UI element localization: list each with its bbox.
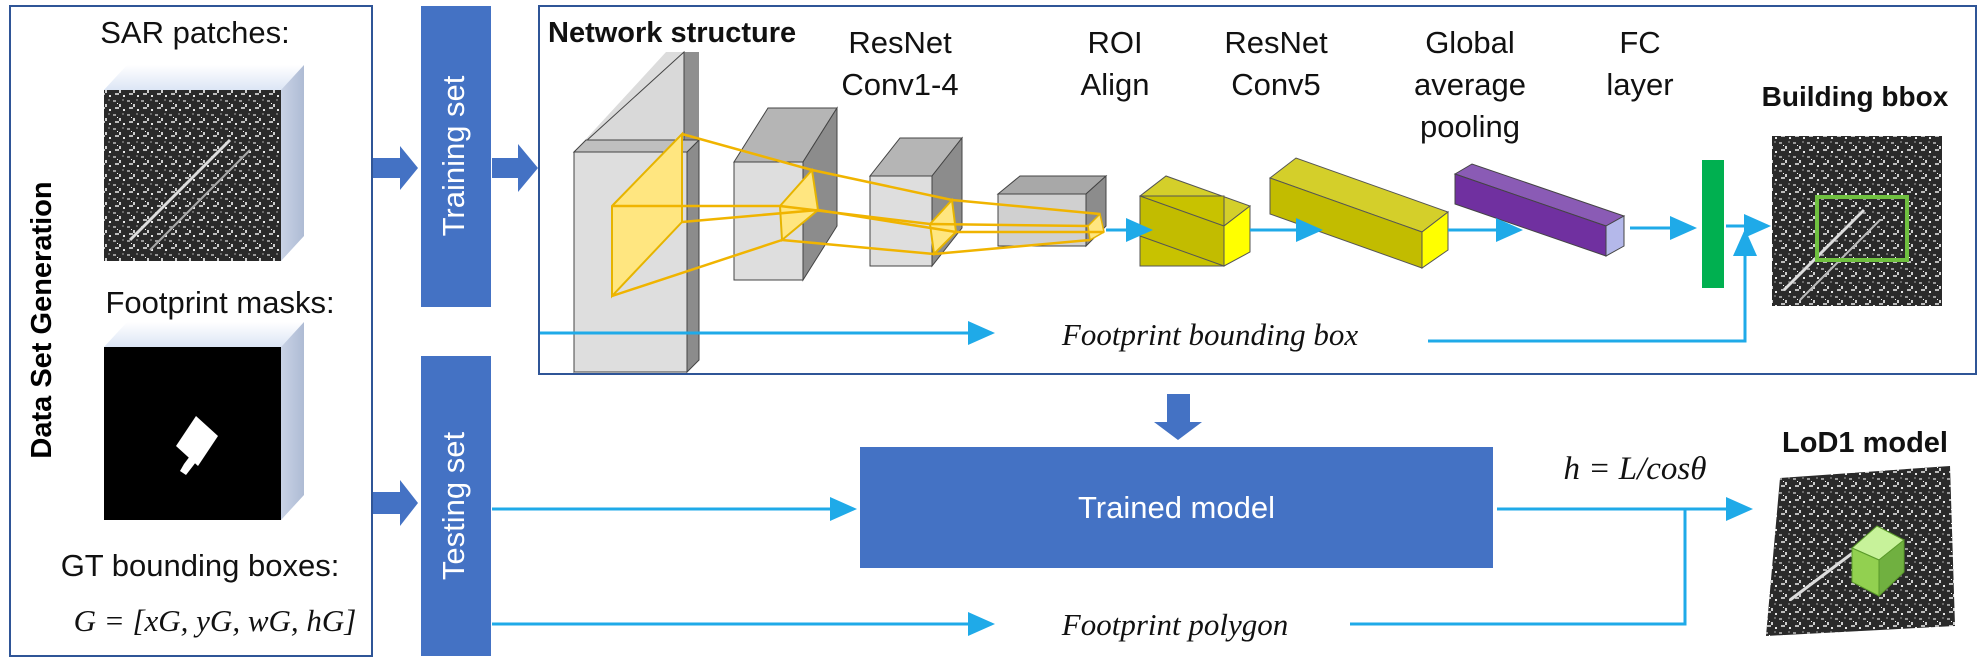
building-bbox-label: Building bbox (1761, 81, 1949, 112)
layer-block-2 (733, 106, 838, 282)
stage-line: Align (1080, 67, 1150, 102)
building-bbox-image (1772, 136, 1942, 306)
olive-block-2 (1268, 157, 1450, 269)
predicted-bbox-rect (1815, 195, 1909, 262)
training-set-label: Training set (436, 75, 471, 237)
footprint-masks-label: Footprint masks: (105, 285, 335, 320)
stage-fc-layer: FC layer (1580, 22, 1700, 106)
stage-global-average-pooling: Global average pooling (1380, 22, 1560, 148)
dataset-to-training-arrow (373, 146, 418, 190)
stage-resnet-conv1-4: ResNet Conv1-4 (820, 22, 980, 106)
dataset-vertical-title: Data Set Generation (26, 181, 58, 459)
footprint-mask-cube (104, 322, 304, 520)
testing-set-label: Testing set (436, 431, 471, 581)
lod1-model-image (1766, 466, 1955, 636)
gt-bboxes-label: GT bounding boxes: (60, 548, 340, 583)
dataset-panel (9, 5, 373, 657)
trained-model-box: Trained model (860, 447, 1493, 568)
sar-patch-cube (104, 65, 304, 261)
height-formula: h = L/cosθ (1563, 451, 1707, 487)
olive-block-1 (1138, 175, 1252, 267)
testing-set-bar: Testing set (421, 356, 491, 656)
training-to-network-arrow (492, 144, 538, 192)
stage-line: average (1413, 67, 1527, 102)
network-panel (538, 5, 1977, 375)
network-title: Network structure (548, 17, 797, 49)
fc-layer-bar (1702, 160, 1724, 288)
testing-flow-arrows (492, 497, 1753, 636)
dataset-to-testing-arrow (373, 480, 418, 526)
stage-line: Conv1-4 (841, 67, 959, 102)
stage-line: FC (1619, 25, 1661, 60)
stage-line: layer (1606, 67, 1674, 102)
stage-line: pooling (1420, 109, 1520, 144)
lod1-model-label: LoD1 model (1782, 427, 1948, 459)
stage-resnet-conv5: ResNet Conv5 (1196, 22, 1356, 106)
layer-block-3 (868, 136, 964, 268)
footprint-bbox-label: Footprint bounding box (1061, 317, 1359, 352)
stage-line: ResNet (1224, 25, 1328, 60)
projection-lines (611, 132, 1104, 298)
network-flow-arrows (1106, 214, 1771, 242)
stage-roi-align: ROI Align (1040, 22, 1190, 106)
training-set-bar: Training set (421, 6, 491, 307)
layer-block-1 (572, 50, 701, 374)
stage-line: Conv5 (1231, 67, 1321, 102)
sar-patches-label: SAR patches: (100, 15, 290, 50)
stage-line: ROI (1087, 25, 1143, 60)
footprint-bbox-arrows (540, 229, 1757, 345)
footprint-polygon-label: Footprint polygon (1061, 607, 1289, 642)
stage-line: ResNet (848, 25, 952, 60)
network-to-trained-arrow (1154, 394, 1202, 440)
purple-block (1453, 163, 1626, 257)
gt-formula: G = [xG, yG, wG, hG] (73, 603, 357, 638)
layer-block-4 (996, 174, 1108, 248)
stage-line: Global (1425, 25, 1515, 60)
